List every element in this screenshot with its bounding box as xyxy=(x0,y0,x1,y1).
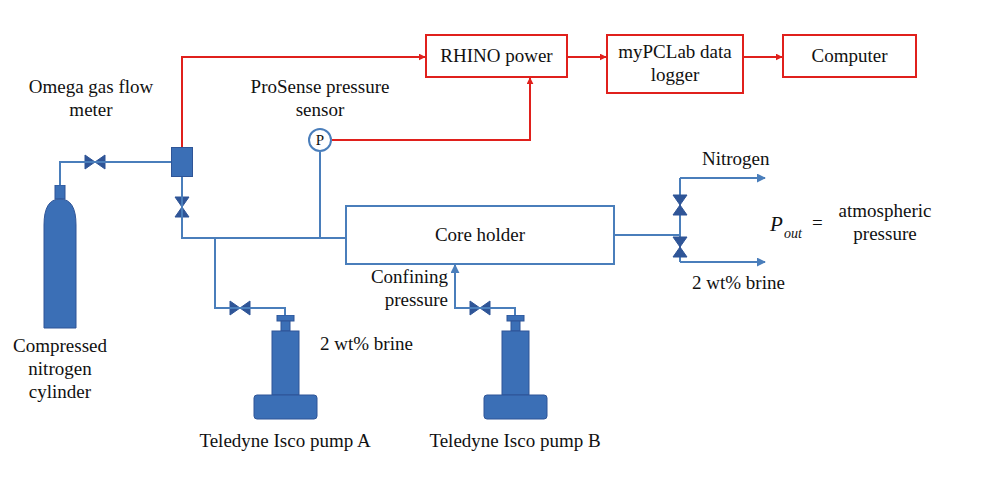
flow-meter: Omega gas flow meter xyxy=(171,147,193,177)
outlet-piping xyxy=(615,178,765,262)
flow-line xyxy=(60,162,171,185)
flow-line xyxy=(320,152,345,238)
node-heading: Compressed nitrogen cylinder xyxy=(4,335,116,403)
pump-drawing xyxy=(248,315,323,420)
node-heading: ProSense pressure sensor xyxy=(248,76,392,122)
node-label: Core holder xyxy=(435,224,525,247)
syringe-pump: 2 wt% brineTeledyne Isco pump A xyxy=(248,315,323,420)
gas-cylinder-drawing xyxy=(42,185,78,330)
syringe-pump: Teledyne Isco pump B xyxy=(478,315,553,420)
signal-wire xyxy=(568,56,606,58)
pump-drawing xyxy=(478,315,553,420)
node-heading: Omega gas flow meter xyxy=(6,76,176,122)
pressure-sensor: ProSense pressure sensorP xyxy=(308,128,332,152)
note-label: atmospheric pressure xyxy=(830,200,940,246)
flow-line xyxy=(455,265,515,315)
instrument-box: myPCLab data logger xyxy=(606,34,744,94)
valve-symbols xyxy=(85,155,687,315)
node-label: myPCLab data logger xyxy=(616,41,734,87)
node-heading: Teledyne Isco pump B xyxy=(410,430,620,453)
node-heading: 2 wt% brine xyxy=(320,333,432,356)
core-holder: Core holder xyxy=(345,205,615,265)
node-heading: Teledyne Isco pump A xyxy=(180,430,390,453)
node-label: P xyxy=(316,131,324,149)
instrument-box: Computer xyxy=(782,34,917,78)
signal-wire xyxy=(744,56,782,58)
instrument-box: RHINO power xyxy=(425,34,568,78)
outlet-label: 2 wt% brine xyxy=(692,272,785,295)
symbol-subscript: out xyxy=(784,226,802,243)
flow-line xyxy=(215,238,345,315)
edge-label: Confining pressure xyxy=(340,266,448,312)
symbol-label: = xyxy=(812,212,823,235)
signal-wire xyxy=(182,57,425,147)
gas-cylinder: Compressed nitrogen cylinder xyxy=(42,185,78,330)
outlet-label: Nitrogen xyxy=(702,148,770,171)
node-label: Computer xyxy=(812,45,888,68)
symbol-label: P xyxy=(770,212,783,237)
node-label: RHINO power xyxy=(440,45,552,68)
